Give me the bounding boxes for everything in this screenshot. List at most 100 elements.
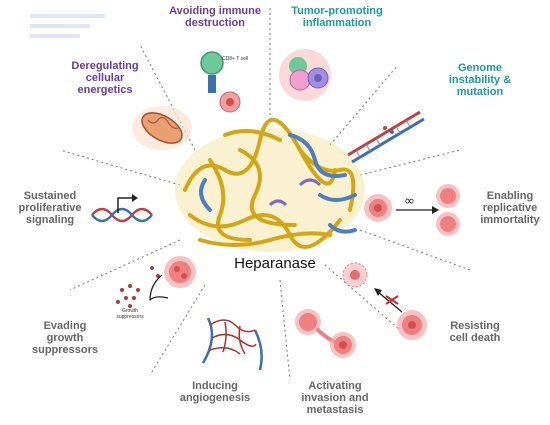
ribbon xyxy=(288,133,347,178)
divider-lines xyxy=(59,5,471,381)
dot xyxy=(132,296,136,300)
ribbon xyxy=(238,148,297,227)
faded-line xyxy=(30,34,80,38)
metastasis-illustration xyxy=(295,309,356,358)
ribbon xyxy=(208,158,252,242)
dna-rungs xyxy=(355,119,411,158)
heparanase-protein xyxy=(175,118,365,252)
ribbon xyxy=(298,148,356,212)
dot xyxy=(124,296,128,300)
label-growth-suppressors: Evading growth suppressors xyxy=(31,320,99,356)
dna-rung xyxy=(375,137,381,146)
label-avoiding-immune-destruction: Avoiding immune destruction xyxy=(169,5,261,29)
divider-line xyxy=(329,64,399,146)
ribbon xyxy=(328,223,357,234)
receptor-icon xyxy=(208,75,216,93)
nucleus-icon xyxy=(350,270,360,280)
divider-line xyxy=(69,239,181,291)
ribbon xyxy=(318,193,357,202)
divider-line xyxy=(359,229,471,271)
dot xyxy=(150,266,154,270)
dot xyxy=(120,288,124,292)
dna-backbone xyxy=(351,117,425,164)
cell-icon xyxy=(440,188,456,204)
capillary xyxy=(222,321,227,353)
dna-backbone xyxy=(347,110,421,157)
mutation-dot xyxy=(390,130,394,134)
cell-icon xyxy=(440,216,456,232)
energetics-illustration xyxy=(132,106,192,150)
protein-glow xyxy=(175,128,365,252)
ribbon xyxy=(298,178,322,187)
immortality-illustration xyxy=(364,184,460,236)
label-angiogenesis: Inducing angiogenesis xyxy=(179,380,251,404)
protein-ribbons-blue xyxy=(199,133,357,234)
cd8-label: CD8+ T cell xyxy=(222,56,249,62)
capillary xyxy=(211,333,257,347)
protein-ribbons-purple xyxy=(268,178,322,207)
center-label-heparanase: Heparanase xyxy=(234,255,316,272)
dna-rung xyxy=(355,149,361,158)
dna-rung xyxy=(365,143,371,152)
nucleus-icon xyxy=(374,204,382,212)
dna-rung xyxy=(395,125,401,134)
dna-rung xyxy=(405,119,411,128)
inflammation-illustration xyxy=(279,49,331,101)
angiogenesis-illustration xyxy=(201,317,263,371)
nucleus-icon xyxy=(314,74,322,82)
capillary xyxy=(238,325,246,355)
ribbon xyxy=(268,199,288,207)
nucleus-icon xyxy=(174,266,180,272)
divider-line xyxy=(59,149,181,186)
nucleus-icon xyxy=(181,273,187,279)
growth-suppressors-small-label: Growth suppressors xyxy=(116,308,144,320)
nucleus-icon xyxy=(226,98,234,106)
protein-ribbons-yellow xyxy=(183,118,356,249)
ribbon xyxy=(199,178,212,212)
arrow-head-icon xyxy=(132,194,138,202)
cell-icon xyxy=(169,261,191,283)
ribbon xyxy=(223,129,282,142)
proliferative-illustration xyxy=(91,194,153,223)
ribbon xyxy=(198,231,332,247)
vessel-icon xyxy=(253,329,263,371)
dna-strand-icon xyxy=(347,110,421,157)
capillary xyxy=(209,347,241,355)
t-cell-icon xyxy=(200,51,224,75)
dot xyxy=(136,288,140,292)
faded-line xyxy=(30,14,105,18)
divider-line xyxy=(279,279,291,381)
label-cellular-energetics: Deregulating cellular energetics xyxy=(71,60,139,96)
arrow-head-icon xyxy=(432,206,439,214)
label-proliferative-signaling: Sustained proliferative signaling xyxy=(18,190,82,226)
capillary-network-icon xyxy=(209,319,257,355)
label-tumor-promoting-inflammation: Tumor-promoting inflammation xyxy=(291,5,383,29)
promoter-arrow-icon xyxy=(117,197,132,213)
faded-background-text xyxy=(30,14,110,48)
divider-line xyxy=(324,264,401,331)
dna-helix-icon xyxy=(91,207,153,223)
immune-illustration xyxy=(200,51,241,113)
cristae-icon xyxy=(147,116,179,129)
cell-icon xyxy=(299,313,317,331)
arrow-line xyxy=(149,296,169,301)
genome-illustration xyxy=(347,110,425,164)
label-replicative-immortality: Enabling replicative immortality xyxy=(480,190,540,226)
block-mark-icon xyxy=(385,295,399,305)
growth-suppressors-illustration xyxy=(116,256,196,308)
dna-strand-icon xyxy=(351,117,425,164)
nucleus-icon xyxy=(339,341,347,349)
immune-cell-icon xyxy=(289,69,311,91)
mitochondrion-icon xyxy=(141,112,183,144)
dot xyxy=(128,284,132,288)
faded-line xyxy=(30,24,90,28)
divider-line xyxy=(359,149,461,176)
label-genome-instability: Genome instability & mutation xyxy=(448,62,512,98)
label-invasion-metastasis: Activating invasion and metastasis xyxy=(301,380,369,416)
arrow-line xyxy=(149,274,163,301)
mutation-dot xyxy=(383,126,387,130)
capillary xyxy=(209,319,256,333)
cell-death-illustration xyxy=(342,262,427,340)
dot xyxy=(116,300,120,304)
